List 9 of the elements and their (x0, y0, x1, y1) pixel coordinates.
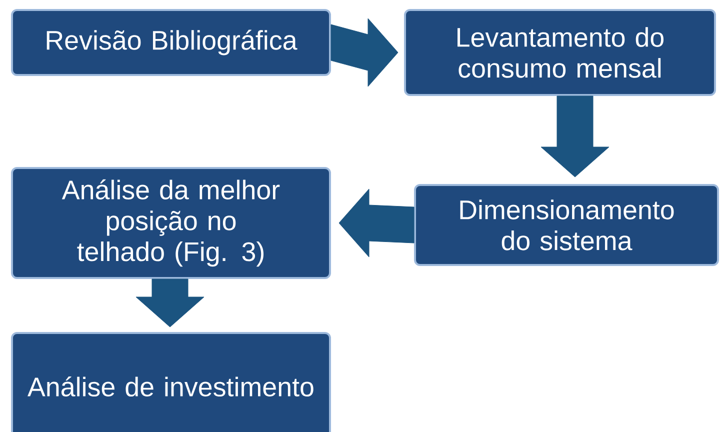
process-box: Dimensionamento do sistema (414, 184, 719, 266)
process-box: Análise de investimento (11, 332, 331, 432)
process-box: Revisão Bibliográfica (11, 9, 331, 76)
block-arrow (136, 278, 204, 328)
process-box: Análise da melhor posição no telhado (Fig. 3) (11, 167, 331, 279)
block-arrow (330, 18, 398, 87)
block-arrow (540, 96, 610, 178)
process-box: Levantamento do consumo mensal (404, 9, 716, 96)
block-arrow (338, 188, 414, 258)
